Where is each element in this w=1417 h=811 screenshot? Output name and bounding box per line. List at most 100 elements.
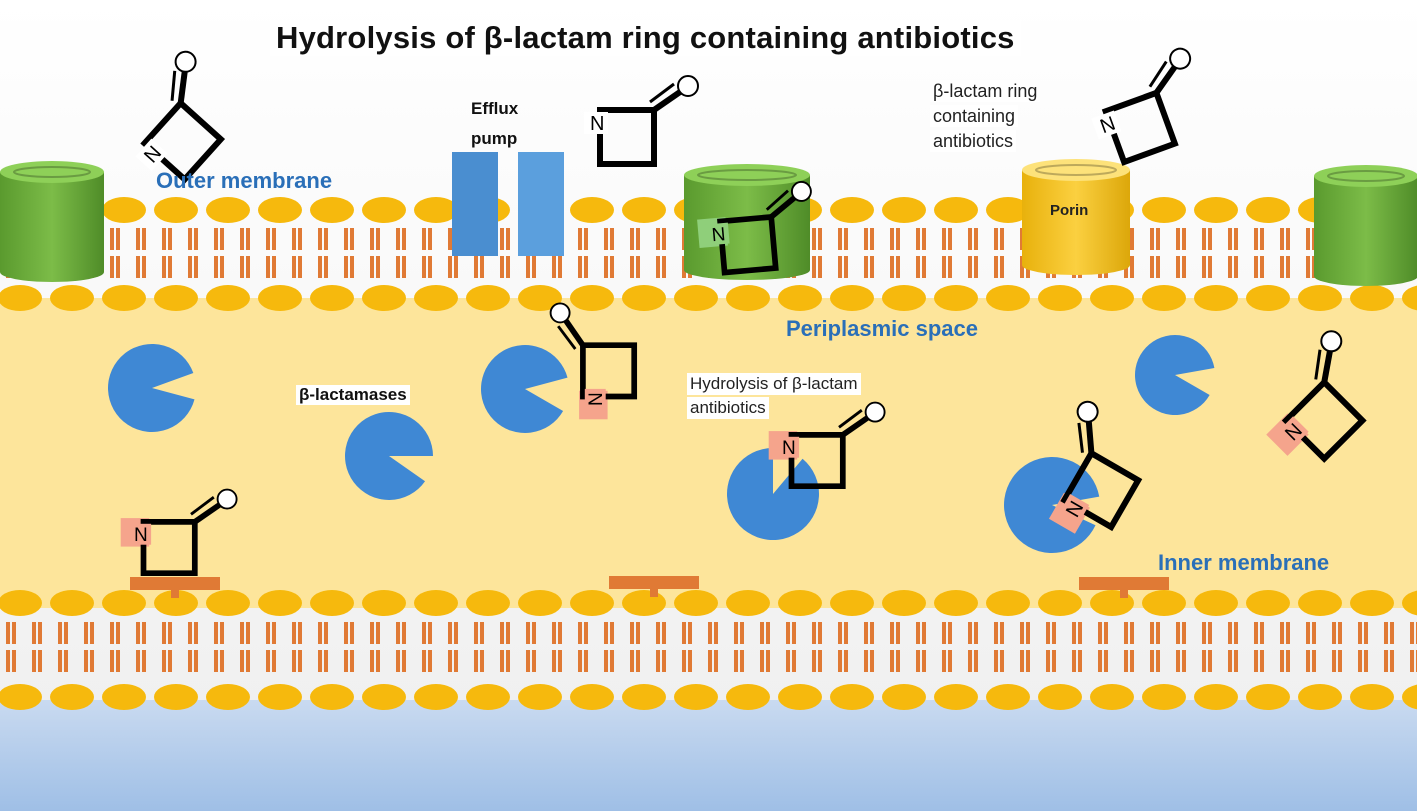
carbonyl-double-bond — [1314, 349, 1322, 380]
lipid-tail — [1052, 622, 1056, 644]
lipid-head — [102, 684, 146, 710]
lipid-head — [1090, 285, 1134, 311]
beta-lactamase-enzyme-icon — [727, 448, 819, 540]
lipid-tail — [1098, 650, 1102, 672]
lipid-tail — [636, 228, 640, 250]
lipid-tail — [272, 256, 276, 278]
nitrogen-atom-label: N — [586, 392, 607, 406]
carbonyl-double-bond — [649, 82, 675, 104]
lipid-head — [674, 285, 718, 311]
lipid-head — [570, 197, 614, 223]
lipid-tail — [298, 622, 302, 644]
lipid-head — [362, 285, 406, 311]
lipid-head — [778, 684, 822, 710]
lipid-head — [154, 285, 198, 311]
lactam-ring-bonds — [580, 342, 638, 400]
lipid-tail — [864, 622, 868, 644]
lipid-head — [934, 590, 978, 616]
lipid-tail — [266, 650, 270, 672]
lipid-tail — [1384, 650, 1388, 672]
lipid-tail — [662, 256, 666, 278]
lipid-tail — [812, 650, 816, 672]
lactam-ring-bonds — [788, 432, 846, 490]
lipid-tail — [558, 256, 562, 278]
carbonyl-double-bond — [838, 409, 863, 429]
lipid-tail — [266, 228, 270, 250]
lipid-tail — [298, 228, 302, 250]
lipid-tail — [760, 622, 764, 644]
lipid-tail — [942, 256, 946, 278]
beta-lactam-ring-icon: N — [697, 180, 812, 276]
lipid-tail — [942, 228, 946, 250]
carbonyl-bond — [652, 89, 682, 113]
lipid-tail — [58, 650, 62, 672]
lipid-tail — [636, 256, 640, 278]
lipid-tail — [1000, 650, 1004, 672]
lipid-head — [1402, 285, 1417, 311]
lipid-tail — [1254, 256, 1258, 278]
lipid-tail — [188, 622, 192, 644]
lipid-head — [934, 197, 978, 223]
lipid-tail — [922, 622, 926, 644]
lipid-tail — [1020, 622, 1024, 644]
lipid-tail — [1182, 650, 1186, 672]
nitrogen-atom-label: N — [134, 525, 148, 546]
lipid-tail — [1306, 228, 1310, 250]
lipid-head — [830, 285, 874, 311]
lipid-tail — [1020, 256, 1024, 278]
lipid-tail — [12, 622, 16, 644]
inner-membrane-anchor — [1079, 577, 1169, 590]
lipid-head — [1246, 684, 1290, 710]
lipid-tail — [38, 650, 42, 672]
lipid-tail — [506, 256, 510, 278]
lipid-tail — [110, 650, 114, 672]
lipid-tail — [1208, 256, 1212, 278]
lipid-tail — [38, 622, 42, 644]
lipid-head — [882, 684, 926, 710]
lipid-tail — [64, 650, 68, 672]
lipid-tail — [604, 228, 608, 250]
lipid-tail — [506, 228, 510, 250]
lipid-tail — [948, 622, 952, 644]
lipid-tail — [324, 228, 328, 250]
lipid-tail — [844, 622, 848, 644]
lipid-tail — [792, 622, 796, 644]
lipid-tail — [142, 622, 146, 644]
lactam-ring-bonds — [140, 519, 198, 577]
lipid-tail — [370, 228, 374, 250]
lipid-tail — [246, 256, 250, 278]
lipid-head — [1038, 285, 1082, 311]
lipid-tail — [32, 650, 36, 672]
lipid-head — [1038, 684, 1082, 710]
lipid-tail — [474, 256, 478, 278]
lipid-tail — [682, 622, 686, 644]
lipid-tail — [1364, 622, 1368, 644]
lipid-tail — [1150, 622, 1154, 644]
hydrolysis-label-line2: antibiotics — [687, 397, 769, 419]
lipid-tail — [714, 622, 718, 644]
lipid-tail — [682, 650, 686, 672]
lipid-tail — [552, 622, 556, 644]
lipid-tail — [1156, 256, 1160, 278]
lipid-tail — [188, 650, 192, 672]
lipid-tail — [1234, 650, 1238, 672]
outer-membrane-channel-left-pore — [13, 166, 91, 178]
lipid-head — [1350, 684, 1394, 710]
lipid-tail — [292, 622, 296, 644]
carbonyl-double-bond — [557, 325, 577, 350]
lipid-head — [986, 285, 1030, 311]
lipid-tail — [1046, 622, 1050, 644]
lipid-tail — [870, 256, 874, 278]
lipid-head — [206, 590, 250, 616]
oxygen-atom — [1169, 47, 1192, 70]
lipid-tail — [350, 228, 354, 250]
lipid-tail — [578, 256, 582, 278]
lipid-tail — [90, 650, 94, 672]
nitrogen-atom-label: N — [711, 224, 727, 246]
lipid-tail — [422, 228, 426, 250]
lipid-tail — [480, 256, 484, 278]
lipid-head — [1350, 285, 1394, 311]
lipid-tail — [584, 650, 588, 672]
lipid-head — [726, 590, 770, 616]
